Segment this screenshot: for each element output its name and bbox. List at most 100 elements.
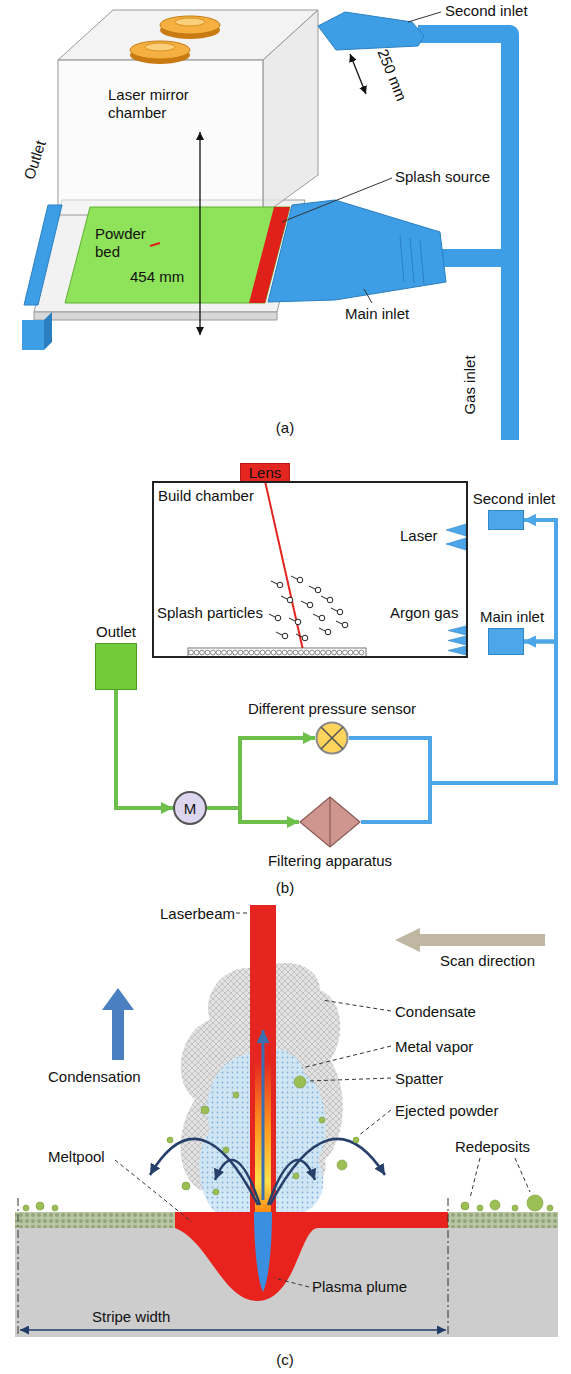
- powder-grain: [288, 650, 293, 655]
- splash-particle: [336, 621, 342, 624]
- dimension-label: 454 mm: [130, 268, 184, 285]
- node-text-holder: Outlet: [96, 623, 136, 640]
- node-text-holder: Build chamber: [158, 487, 254, 504]
- main-inlet-duct: [420, 240, 424, 284]
- chamber-3d: [263, 10, 318, 215]
- powder-grain: [337, 650, 342, 655]
- node-label: M: [184, 800, 197, 817]
- label-box: Argon gas: [390, 604, 458, 622]
- part-label: Metal vapor: [395, 1038, 473, 1055]
- spatter-dot: [233, 1092, 239, 1098]
- splash-particle: [315, 587, 321, 593]
- sensor-symbol: [321, 727, 343, 749]
- part-label: Ejected powder: [395, 1102, 498, 1119]
- node-text-holder: Main inlet: [480, 608, 544, 625]
- powder-grain: [266, 650, 271, 655]
- splash-particle: [301, 601, 307, 604]
- substrate: [15, 1212, 558, 1337]
- splash-particle: [296, 634, 302, 637]
- powder-grain: [211, 650, 216, 655]
- outlet-box: Outlet: [95, 643, 137, 690]
- leader-line: [515, 1158, 530, 1192]
- main-inlet-duct: [268, 200, 446, 302]
- label-box: Splash particles: [157, 604, 263, 622]
- powder-grain: [249, 650, 254, 655]
- gas-arrow: [446, 524, 466, 536]
- splash-particle: [287, 597, 293, 603]
- meltpool: [175, 1212, 448, 1301]
- flow-arrow: [361, 520, 556, 822]
- node-text-holder: Second inlet: [473, 490, 556, 507]
- part-label: Main inlet: [345, 305, 409, 322]
- splash-particle: [271, 581, 277, 584]
- splash-particle: [269, 576, 348, 641]
- splash-particle: [325, 629, 331, 635]
- powder-grain: [205, 650, 210, 655]
- label-box: Metal vapor: [395, 1038, 473, 1056]
- scan-arrow: [395, 928, 545, 952]
- powder-bed: [150, 243, 160, 246]
- substrate: [15, 1212, 175, 1228]
- splash-particle: [327, 597, 333, 603]
- powder-grain: [233, 650, 238, 655]
- powder-grain: [359, 650, 364, 655]
- panel-label: (a): [276, 419, 294, 436]
- meltpool: [175, 1212, 448, 1301]
- laser-ray: [265, 481, 303, 650]
- spatter-dot: [353, 1137, 359, 1143]
- spatter-dot: [337, 1160, 347, 1170]
- redeposit-dot: [23, 1205, 29, 1211]
- node-label: Main inlet: [480, 608, 544, 625]
- leader-line: [282, 178, 392, 222]
- dimension-line: [350, 54, 366, 94]
- powder-grain: [244, 650, 249, 655]
- outlet-duct: [44, 312, 52, 350]
- part-label: Splash particles: [157, 604, 263, 621]
- gas-arrow: [448, 646, 466, 655]
- lens-box: Lens: [240, 463, 290, 482]
- part-label: Powder bed: [95, 225, 146, 260]
- stripe-dimension: [18, 1198, 448, 1336]
- motor-circle: M: [173, 791, 207, 825]
- label-box: Spatter: [395, 1070, 443, 1088]
- redeposit-dot: [527, 1195, 543, 1211]
- label-box: Second inlet: [445, 2, 528, 20]
- leader-line: [274, 1278, 309, 1287]
- powder-grain: [310, 650, 315, 655]
- leader-line: [115, 1160, 192, 1222]
- label-box: 250 mm: [374, 47, 411, 104]
- part-label: Meltpool: [48, 1148, 105, 1165]
- chamber-3d: [58, 60, 263, 215]
- chamber-3d: [34, 312, 277, 320]
- laser-beam: [250, 905, 276, 1215]
- flow-arrow: [116, 690, 173, 808]
- leader-line: [236, 913, 249, 914]
- label-box: Condensation: [48, 1068, 141, 1086]
- scan-arrow: [395, 928, 545, 952]
- ejection-arrow: [215, 1160, 260, 1205]
- powder-layer: [189, 650, 364, 655]
- label-box: Condensate: [395, 1003, 476, 1021]
- sensor-symbol: [321, 727, 343, 749]
- sensor-symbol: [317, 723, 348, 754]
- laser-mirror: [175, 18, 205, 26]
- splash-particle: [321, 596, 327, 599]
- powder-grain: [299, 650, 304, 655]
- label-box: (c): [276, 1351, 294, 1369]
- leader-line: [308, 1078, 391, 1081]
- dimension-line: [199, 132, 200, 335]
- node-text-holder: Filtering apparatus: [268, 852, 392, 869]
- redeposit-dot: [52, 1205, 58, 1211]
- main-inlet-duct: [410, 238, 414, 283]
- leader-line: [408, 12, 441, 22]
- spatter-dot: [319, 1117, 325, 1123]
- powder-grain: [326, 650, 331, 655]
- sensor-circle: Different pressure sensor: [315, 721, 349, 755]
- main-inlet-duct: [400, 236, 404, 282]
- spatter-dot: [167, 1076, 359, 1195]
- powder-grain: [194, 650, 199, 655]
- powder-grain: [222, 650, 227, 655]
- leader-line: [302, 1046, 391, 1068]
- ejection-arrow: [270, 1139, 385, 1205]
